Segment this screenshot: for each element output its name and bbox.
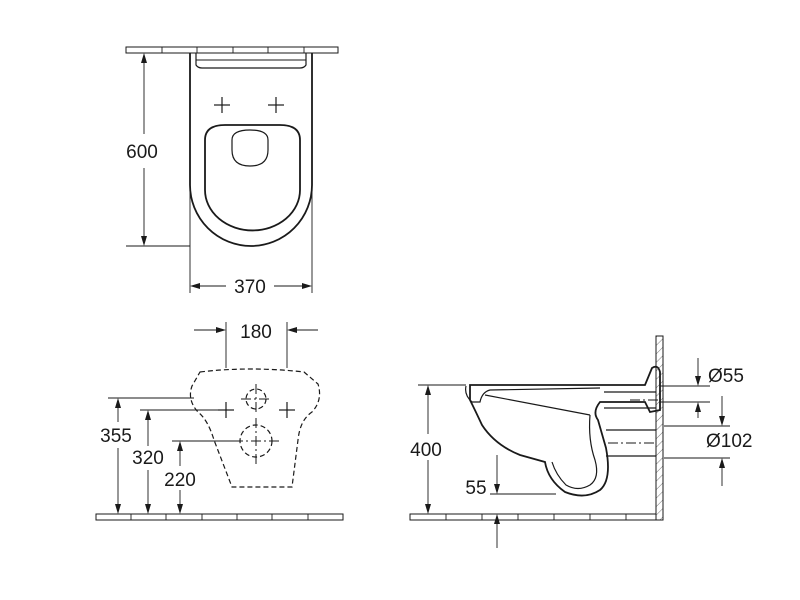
rear-inlet <box>241 384 271 414</box>
dim-label-370: 370 <box>234 277 266 298</box>
bowl-outline-top <box>189 53 313 247</box>
dim-355 <box>108 397 194 514</box>
dim-label-180: 180 <box>240 322 272 343</box>
dim-label-600: 600 <box>126 142 158 163</box>
rear-view-floor <box>95 513 344 521</box>
dim-55 <box>490 455 556 548</box>
dim-label-400: 400 <box>410 440 442 461</box>
dim-label-355: 355 <box>100 426 132 447</box>
inlet-pipe <box>604 391 660 409</box>
bowl-profile-outer <box>469 365 661 497</box>
dim-label-220: 220 <box>164 470 196 491</box>
dim-label-dia-55: Ø55 <box>708 366 744 387</box>
top-view-wall <box>125 46 339 54</box>
bowl-inner-trap <box>551 414 598 490</box>
dim-400 <box>418 384 466 514</box>
dim-370 <box>189 190 313 293</box>
dim-320 <box>140 409 218 514</box>
fixing-mark-right <box>268 97 284 113</box>
dim-180 <box>194 322 318 368</box>
side-view-wall <box>655 335 664 521</box>
bowl-rim <box>465 385 601 403</box>
dim-dia-102 <box>664 396 730 486</box>
rear-body-outline <box>189 368 321 488</box>
top-view: 600 370 <box>125 46 339 298</box>
side-view-floor <box>409 513 663 521</box>
dim-label-55: 55 <box>465 478 486 499</box>
dim-label-320: 320 <box>132 448 164 469</box>
dim-label-dia-102: Ø102 <box>706 431 752 452</box>
bowl-rim-inner <box>204 124 301 232</box>
rear-bolt-right <box>279 402 295 418</box>
dim-220 <box>172 440 240 514</box>
dim-600 <box>126 52 190 247</box>
seat-hinge-plate <box>195 53 307 69</box>
rear-bolt-left <box>218 402 234 418</box>
rear-view: 180 355 320 220 <box>95 322 344 521</box>
outlet-pipe <box>606 429 656 457</box>
bowl-inner-slope <box>484 394 591 416</box>
fixing-mark-left <box>214 97 230 113</box>
side-view: 400 55 Ø55 Ø102 <box>409 335 752 548</box>
bowl-water-spot <box>231 129 269 167</box>
dim-dia-55 <box>660 358 710 418</box>
